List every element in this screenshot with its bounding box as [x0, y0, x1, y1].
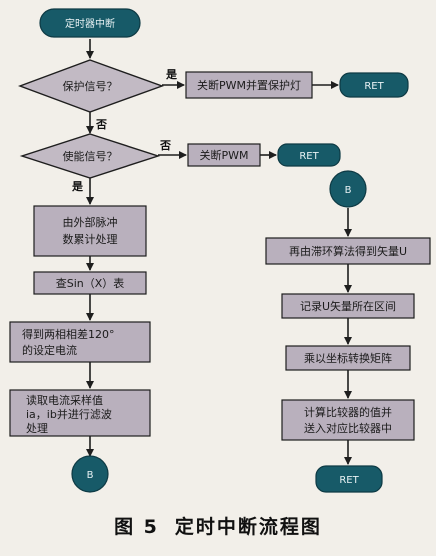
flow-lines — [86, 39, 352, 465]
step-sample-line-2: ia，ib并进行滤波 — [26, 407, 112, 421]
action-disable-label: 关断PWM — [199, 148, 248, 162]
decision-protect-label: 保护信号？ — [63, 79, 118, 93]
step-record-box: 记录U矢量所在区间 — [281, 293, 415, 319]
step-matrix-box: 乘以坐标转换矩阵 — [285, 345, 411, 371]
step-sample-box: 读取电流采样值 ia，ib并进行滤波 处理 — [9, 389, 151, 437]
action-protect-box: 关断PWM并置保护灯 — [185, 71, 313, 99]
connector-out-label: B — [87, 470, 94, 481]
protect-no-label: 否 — [95, 118, 107, 131]
step-compare-box: 计算比较器的值并 送入对应比较器中 — [281, 399, 415, 441]
action-disable-box: 关断PWM — [187, 143, 261, 167]
action-protect-label: 关断PWM并置保护灯 — [197, 78, 301, 92]
flowchart: 定时器中断 保护信号？ 是 否 关断PWM并置保护灯 RET 使能信号？ 否 是… — [9, 8, 431, 493]
step-record-label: 记录U矢量所在区间 — [300, 299, 396, 313]
figure-number: 图 5 — [114, 516, 159, 538]
start-label: 定时器中断 — [65, 17, 115, 30]
start-terminal: 定时器中断 — [39, 8, 141, 38]
connector-in-label: B — [345, 185, 352, 196]
decision-enable: 使能信号？ — [19, 133, 161, 179]
ret-protect-label: RET — [364, 81, 384, 92]
step-count-line-1: 由外部脉冲 — [63, 215, 118, 229]
step-sample-line-1: 读取电流采样值 — [26, 393, 103, 407]
step-matrix-label: 乘以坐标转换矩阵 — [304, 351, 392, 365]
step-sample-line-3: 处理 — [26, 422, 48, 435]
step-count-line-2: 数累计处理 — [63, 233, 118, 246]
step-phase-box: 得到两相相差120° 的设定电流 — [9, 321, 151, 363]
ret-disable-terminal: RET — [277, 143, 341, 167]
connector-in: B — [329, 170, 367, 208]
step-hysteresis-label: 再由滞环算法得到矢量U — [289, 244, 407, 258]
step-sin-box: 查Sin（X）表 — [33, 271, 147, 295]
figure-caption: 图 5 定时中断流程图 — [0, 512, 436, 539]
decision-protect: 保护信号？ — [17, 59, 165, 113]
decision-enable-label: 使能信号？ — [63, 149, 118, 163]
ret-disable-label: RET — [299, 151, 319, 162]
step-count-box: 由外部脉冲 数累计处理 — [33, 205, 147, 257]
step-phase-line-2: 的设定电流 — [22, 343, 77, 357]
figure-title: 定时中断流程图 — [174, 516, 322, 538]
ret-protect-terminal: RET — [339, 72, 409, 98]
step-phase-line-1: 得到两相相差120° — [22, 327, 115, 341]
step-compare-line-1: 计算比较器的值并 — [304, 405, 392, 419]
step-sin-label: 查Sin（X）表 — [56, 276, 125, 290]
step-hysteresis-box: 再由滞环算法得到矢量U — [265, 237, 431, 265]
protect-yes-label: 是 — [165, 68, 178, 81]
ret-end-terminal: RET — [315, 465, 383, 493]
ret-end-label: RET — [339, 475, 359, 486]
enable-no-label: 否 — [159, 139, 171, 152]
step-compare-line-2: 送入对应比较器中 — [304, 421, 392, 435]
enable-yes-label: 是 — [71, 180, 84, 193]
connector-out: B — [71, 455, 109, 493]
